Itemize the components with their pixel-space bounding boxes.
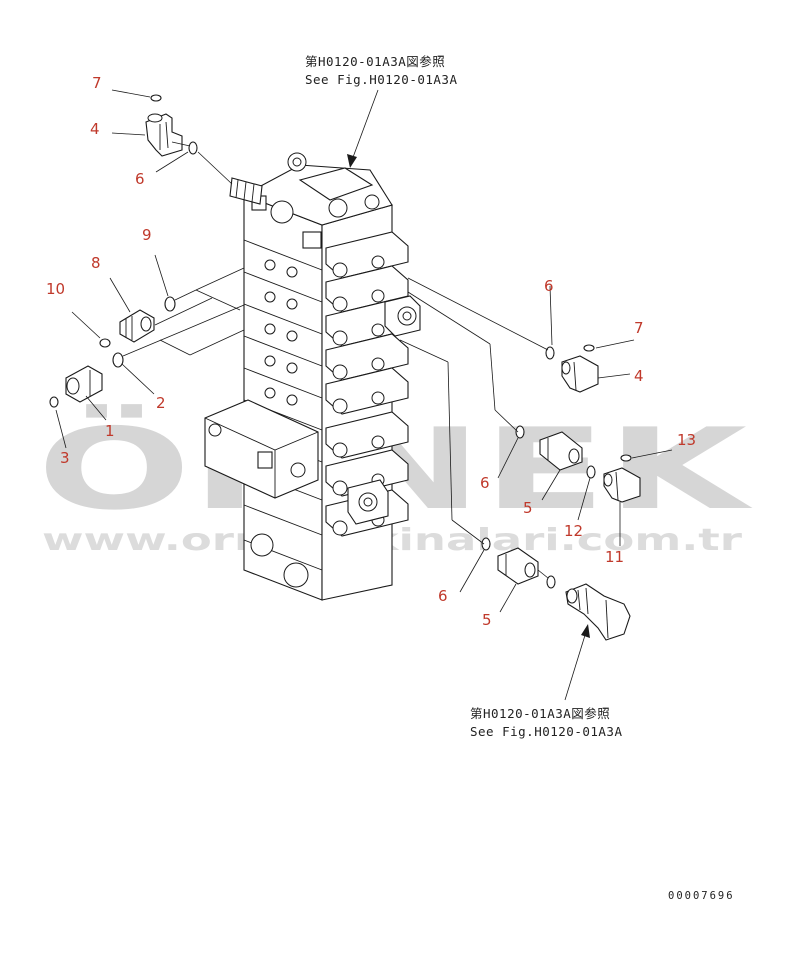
reference-note-bottom: 第H0120-01A3A図参照 See Fig.H0120-01A3A: [470, 706, 623, 739]
o-ring-7-top: [150, 94, 162, 102]
callout-13: 13: [677, 431, 696, 449]
callout-7-top-left: 7: [92, 74, 102, 92]
o-ring-7-right: [583, 344, 595, 352]
o-ring-12: [586, 465, 596, 479]
callout-2: 2: [156, 394, 166, 412]
o-ring-3: [49, 396, 59, 408]
plug-1: [65, 365, 103, 403]
callout-9: 9: [142, 226, 152, 244]
callout-4-top-left: 4: [90, 120, 100, 138]
elbow-fitting-11: [603, 467, 641, 503]
reference-note-top: 第H0120-01A3A図参照 See Fig.H0120-01A3A: [305, 54, 458, 87]
callout-5-upper: 5: [523, 499, 533, 517]
elbow-fitting-lower: [565, 583, 631, 641]
reference-bottom-en: See Fig.H0120-01A3A: [470, 724, 623, 739]
callout-5-lower: 5: [482, 611, 492, 629]
spool-ends: [325, 231, 421, 537]
o-ring-2: [112, 352, 124, 368]
callout-7-right: 7: [634, 319, 644, 337]
callout-11: 11: [605, 548, 624, 566]
callout-6-right-upper: 6: [544, 277, 554, 295]
elbow-fitting-top-left: [145, 113, 183, 157]
reference-top-jp: 第H0120-01A3A図参照: [305, 54, 445, 69]
drawing-number: 00007696: [668, 890, 735, 902]
o-ring-6-middle: [515, 425, 525, 439]
adapter-5-lower: [497, 547, 539, 585]
connector-8: [119, 309, 155, 343]
reference-top-en: See Fig.H0120-01A3A: [305, 72, 458, 87]
callout-3: 3: [60, 449, 70, 467]
o-ring-13: [620, 454, 632, 462]
o-ring-10: [99, 338, 111, 348]
o-ring-9: [164, 296, 176, 312]
callout-1: 1: [105, 422, 115, 440]
adapter-5-upper: [539, 431, 583, 471]
o-ring-lower-unlabeled: [546, 575, 556, 589]
leader-lines: [55, 89, 673, 701]
callout-6-middle: 6: [480, 474, 490, 492]
callouts: 7 4 6 9 8 10 2 1 3 6 7 4 13 6 5 12 11 6 …: [46, 74, 696, 629]
reference-bottom-jp: 第H0120-01A3A図参照: [470, 706, 610, 721]
callout-6-top-left: 6: [135, 170, 145, 188]
o-ring-6-right-upper: [545, 346, 555, 360]
callout-12: 12: [564, 522, 583, 540]
callout-8: 8: [91, 254, 101, 272]
callout-4-right: 4: [634, 367, 644, 385]
o-ring-6-top: [188, 141, 198, 155]
callout-6-lower: 6: [438, 587, 448, 605]
control-valve-assembly: [204, 152, 421, 601]
elbow-fitting-right: [561, 355, 599, 393]
callout-10: 10: [46, 280, 65, 298]
o-ring-6-lower: [481, 537, 491, 551]
